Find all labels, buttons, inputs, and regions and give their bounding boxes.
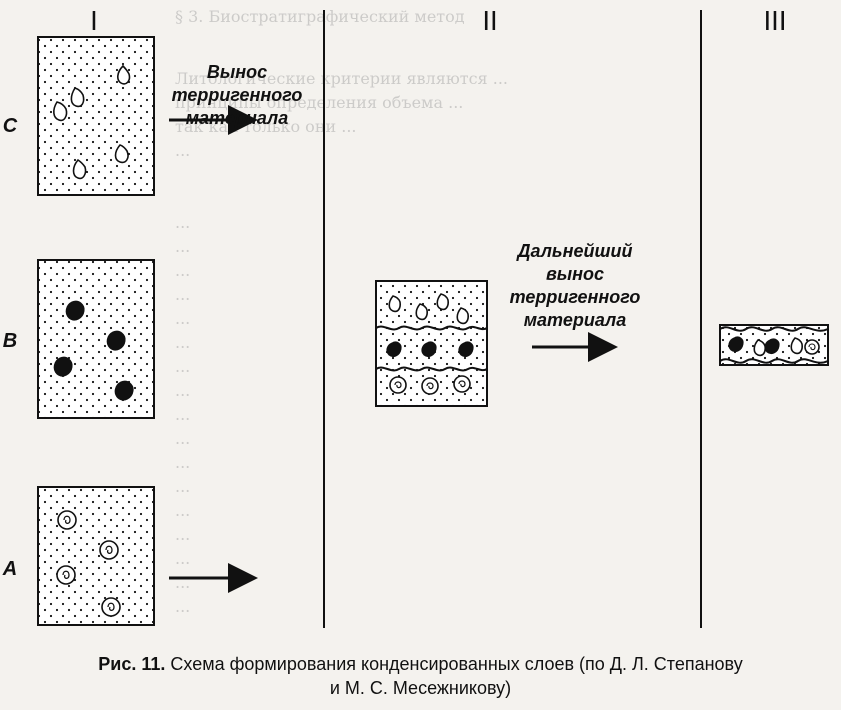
row-label-c: C <box>3 115 18 137</box>
svg-text:...: ... <box>175 261 190 280</box>
svg-text:...: ... <box>175 477 190 496</box>
c-grains <box>53 64 131 180</box>
arrow-text-first-line-1: Вынос <box>207 62 267 82</box>
row-label-a: A <box>2 558 17 580</box>
svg-text:...: ... <box>175 405 190 424</box>
svg-text:...: ... <box>175 549 190 568</box>
box-b <box>37 259 155 419</box>
svg-text:...: ... <box>175 237 190 256</box>
arrow-text-second-line-4: материала <box>524 310 627 330</box>
svg-text:...: ... <box>175 429 190 448</box>
svg-text:...: ... <box>175 597 190 616</box>
condensed-column-ii <box>375 280 488 407</box>
svg-text:...: ... <box>175 213 190 232</box>
caption-label: Рис. 11. <box>98 654 166 674</box>
column-label-3: III <box>763 7 786 37</box>
svg-text:...: ... <box>175 357 190 376</box>
arrow-text-first: Вынос терригенного материала <box>172 62 303 128</box>
svg-text:...: ... <box>175 333 190 352</box>
b-grains <box>53 300 134 401</box>
arrow-text-second-line-2: вынос <box>546 264 604 284</box>
svg-text:...: ... <box>175 285 190 304</box>
svg-text:§ 3. Биостратиграфический мето: § 3. Биостратиграфический метод <box>175 7 465 26</box>
arrow-text-second: Дальнейший вынос терригенного материала <box>510 241 641 330</box>
a-grains <box>56 510 121 617</box>
svg-text:...: ... <box>175 501 190 520</box>
figure-caption: Рис. 11. Схема формирования конденсирова… <box>0 652 841 700</box>
svg-text:Литологические критерии являют: Литологические критерии являются ... <box>175 69 508 88</box>
row-label-b: B <box>3 330 17 352</box>
box-a <box>37 486 155 626</box>
svg-text:...: ... <box>175 525 190 544</box>
svg-text:...: ... <box>175 453 190 472</box>
condensed-column-iii <box>719 324 829 366</box>
arrow-text-second-line-3: терригенного <box>510 287 641 307</box>
caption-text-line-2: и М. С. Месежникову) <box>329 678 512 698</box>
column-label-2: II <box>482 7 497 37</box>
arrow-text-first-line-2: терригенного <box>172 85 303 105</box>
arrow-text-second-line-1: Дальнейший <box>516 241 633 261</box>
svg-text:...: ... <box>175 141 190 160</box>
svg-text:так как только они ...: так как только они ... <box>175 117 356 136</box>
svg-text:...: ... <box>175 309 190 328</box>
arrow-text-first-line-3: материала <box>186 108 289 128</box>
caption-text: Схема формирования конденсированных слое… <box>170 654 743 674</box>
svg-text:...: ... <box>175 573 190 592</box>
svg-text:...: ... <box>175 381 190 400</box>
column-label-1: I <box>90 7 98 37</box>
